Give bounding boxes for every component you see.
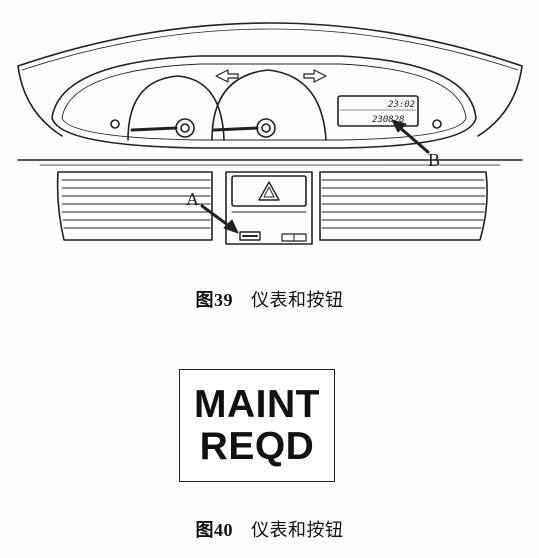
maint-line-1: MAINT	[194, 382, 320, 426]
right-air-vent	[319, 171, 488, 241]
maint-line-2: REQD	[199, 424, 315, 468]
instrument-panel-illustration: 23:02 230828 A B	[17, 22, 523, 245]
left-turn-arrow-icon	[215, 69, 239, 83]
center-stack	[225, 171, 313, 245]
callout-label-a: A	[186, 189, 199, 209]
left-air-vent	[56, 171, 213, 241]
button-a	[239, 231, 261, 241]
caption-number: 图40	[195, 520, 233, 540]
caption-text: 仪表和按钮	[251, 290, 344, 311]
figure-40-caption: 图40 仪表和按钮	[0, 516, 539, 542]
digital-display	[337, 95, 419, 127]
left-gauge	[127, 75, 225, 141]
callout-label-b: B	[428, 150, 440, 170]
caption-number: 图39	[195, 290, 233, 310]
figure-39-caption: 图39 仪表和按钮	[0, 286, 539, 312]
right-turn-arrow-icon	[303, 69, 327, 83]
right-gauge	[211, 69, 327, 141]
display-line-1: 23:02	[388, 100, 415, 110]
caption-text: 仪表和按钮	[251, 520, 344, 541]
maint-reqd-indicator: MAINT REQD	[179, 369, 335, 482]
cluster-housing	[51, 55, 477, 149]
display-line-2: 230828	[372, 115, 405, 125]
hazard-warning-icon	[258, 181, 280, 201]
pointer-arrow-b	[396, 124, 430, 154]
dashboard-hood-outline	[17, 22, 523, 67]
